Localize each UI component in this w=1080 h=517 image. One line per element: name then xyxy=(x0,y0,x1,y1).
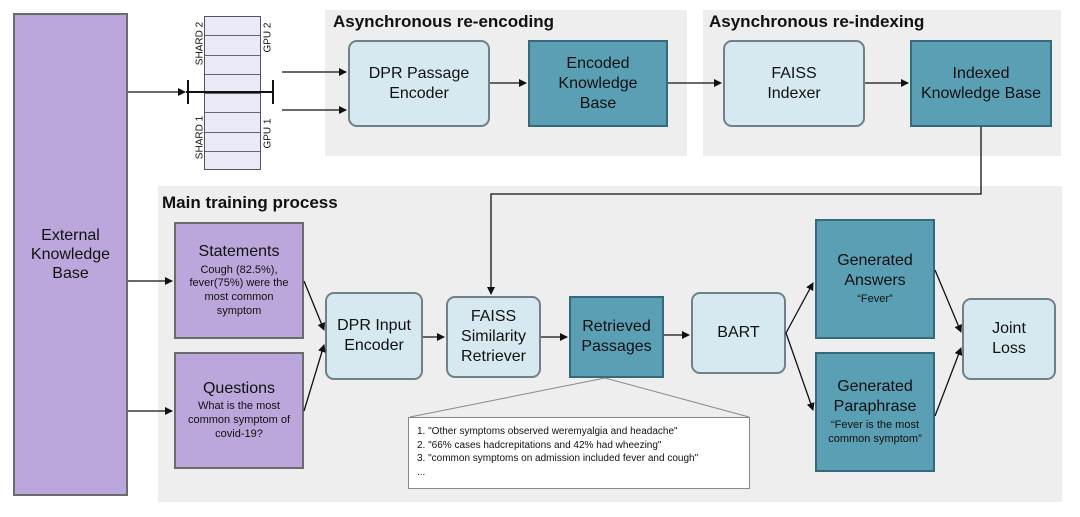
retrieved-passages-label: Retrieved Passages xyxy=(581,318,652,355)
dpr-input-encoder-label: DPR Input Encoder xyxy=(337,317,411,354)
generated-paraphrase-title: Generated Paraphrase xyxy=(833,378,917,416)
generated-answers-text: “Fever” xyxy=(857,293,893,306)
training-title: Main training process xyxy=(162,193,338,212)
reencoding-title: Asynchronous re-encoding xyxy=(333,12,555,31)
retrieved-item-2: 2. "66% cases hadcrepitations and 42% ha… xyxy=(417,439,662,451)
dpr-passage-encoder-label: DPR Passage Encoder xyxy=(368,64,470,102)
arrow-paraphrase-to-loss xyxy=(934,347,963,417)
generated-paraphrase: Generated Paraphrase “Fever is the most … xyxy=(815,352,935,472)
indexed-knowledge-base-label: Indexed Knowledge Base xyxy=(920,64,1042,102)
retrieved-passages-callout: 1. "Other symptoms observed weremyalgia … xyxy=(408,417,750,489)
arrow-questions-to-encoder xyxy=(303,344,326,412)
bart-box: BART xyxy=(691,292,786,374)
shard-cell xyxy=(205,113,260,133)
statements-box: Statements Cough (82.5%), fever(75%) wer… xyxy=(174,222,304,339)
retrieved-item-1: 1. "Other symptoms observed weremyalgia … xyxy=(417,426,678,437)
retrieved-passages: Retrieved Passages xyxy=(569,296,664,378)
faiss-indexer: FAISS Indexer xyxy=(723,40,865,127)
generated-answers-title: Generated Answers xyxy=(837,252,913,290)
questions-text: What is the most common symptom of covid… xyxy=(187,400,291,440)
shard-cell xyxy=(205,56,260,75)
encoded-knowledge-base: Encoded Knowledge Base xyxy=(528,40,668,127)
reindexing-title: Asynchronous re-indexing xyxy=(709,12,925,31)
arrow-bart-to-paraphrase xyxy=(785,332,815,411)
indexed-knowledge-base: Indexed Knowledge Base xyxy=(910,40,1052,127)
external-knowledge-base: External Knowledge Base xyxy=(13,13,128,496)
external-knowledge-base-label: External Knowledge Base xyxy=(30,226,111,283)
statements-text: Cough (82.5%), fever(75%) were the most … xyxy=(189,263,289,317)
shard-cell xyxy=(205,133,260,152)
joint-loss-label: Joint Loss xyxy=(992,320,1026,357)
questions-title: Questions xyxy=(202,380,276,398)
dpr-passage-encoder: DPR Passage Encoder xyxy=(348,40,490,127)
bart-label: BART xyxy=(717,324,760,341)
arrow-indexed-to-retriever xyxy=(487,127,982,295)
shard-cell xyxy=(205,94,260,114)
arrow-bart-to-answers xyxy=(785,282,814,334)
retrieved-item-ellipsis: ... xyxy=(417,466,426,478)
dpr-input-encoder: DPR Input Encoder xyxy=(325,292,423,380)
faiss-indexer-label: FAISS Indexer xyxy=(767,64,821,102)
arrow-answers-to-loss xyxy=(934,269,962,333)
callout-pointer-right xyxy=(604,377,750,418)
encoded-knowledge-base-label: Encoded Knowledge Base xyxy=(558,54,638,112)
callout-pointer-left xyxy=(409,377,606,418)
shard-cell xyxy=(205,75,260,94)
faiss-similarity-retriever: FAISS Similarity Retriever xyxy=(446,296,541,378)
retrieved-item-3: 3. "common symptoms on admission include… xyxy=(417,453,699,464)
shard-cell xyxy=(205,17,260,37)
arrow-statements-to-encoder xyxy=(303,280,326,331)
questions-box: Questions What is the most common sympto… xyxy=(174,352,304,469)
faiss-similarity-retriever-label: FAISS Similarity Retriever xyxy=(461,308,526,365)
joint-loss: Joint Loss xyxy=(962,298,1056,380)
generated-answers: Generated Answers “Fever” xyxy=(815,219,935,339)
generated-paraphrase-text: “Fever is the most common symptom” xyxy=(828,419,922,445)
shard-cell xyxy=(205,36,260,56)
statements-title: Statements xyxy=(198,243,280,261)
